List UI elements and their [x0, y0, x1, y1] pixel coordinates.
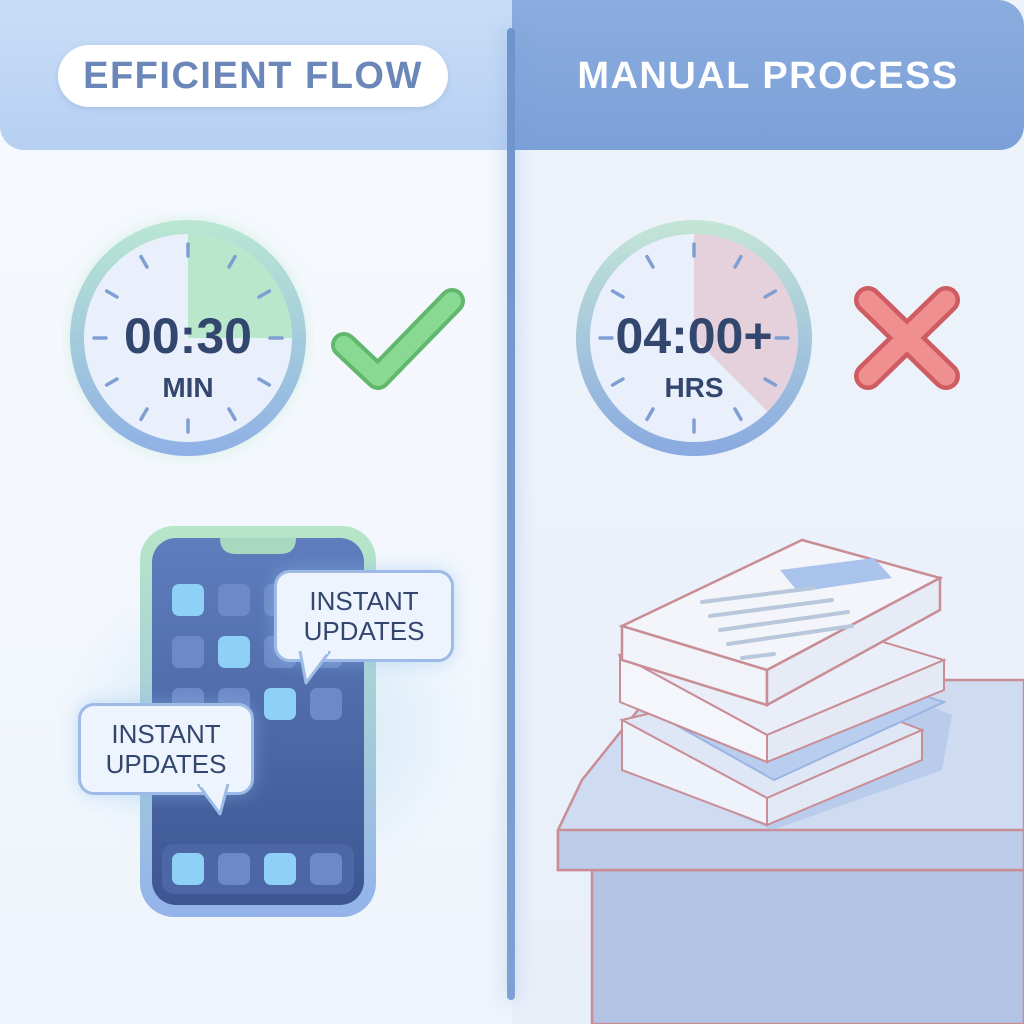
timer-tick: [610, 289, 625, 299]
timer-tick: [610, 377, 625, 387]
app-icon: [172, 584, 204, 616]
x-icon: [854, 286, 960, 390]
dock-app-icon: [218, 853, 250, 885]
timer-tick: [139, 254, 149, 269]
dock-apps: [172, 853, 342, 885]
slow-timer-dial: [576, 220, 812, 456]
timer-tick: [733, 254, 743, 269]
app-icon: [264, 688, 296, 720]
dock-app-icon: [172, 853, 204, 885]
slow-timer-value: 04:00+: [615, 308, 773, 364]
timer-tick: [227, 407, 237, 422]
manual-process-label: MANUAL PROCESS: [512, 45, 1024, 107]
phone-dock: [162, 844, 354, 894]
slow-timer-elapsed-sector: [694, 234, 798, 412]
timer-tick: [104, 377, 119, 387]
app-icon: [218, 636, 250, 668]
efficient-flow-label: EFFICIENT FLOW: [58, 45, 448, 107]
bubble-top-tail: [298, 651, 332, 685]
timer-tick: [104, 289, 119, 299]
desk-body: [590, 868, 1024, 1024]
app-icon: [172, 636, 204, 668]
timer-tick: [733, 407, 743, 422]
fast-timer-value: 00:30: [124, 308, 252, 364]
paper-stack-on-desk: [556, 538, 1024, 1024]
instant-updates-bubble-bottom: INSTANT UPDATES: [78, 703, 254, 795]
desk-edge: [556, 828, 1024, 872]
dock-app-icon: [264, 853, 296, 885]
app-icon: [310, 688, 342, 720]
dock-app-icon: [310, 853, 342, 885]
bubble-bottom-line-1: INSTANT: [111, 719, 221, 749]
slow-timer-ticks: [598, 242, 790, 434]
fast-timer: 00:30 MIN: [62, 212, 314, 464]
bubble-bottom-tail: [196, 784, 230, 816]
phone-notch: [220, 538, 296, 554]
timer-tick: [645, 407, 655, 422]
timer-tick: [763, 377, 778, 387]
manual-header: [512, 0, 1024, 150]
fast-timer-unit: MIN: [162, 372, 214, 403]
document-heading-bar: [780, 558, 892, 592]
bubble-bottom-line-2: UPDATES: [105, 749, 227, 779]
fast-timer-elapsed-sector: [188, 234, 292, 338]
bubble-top-line-1: INSTANT: [309, 586, 419, 616]
manual-process-title: MANUAL PROCESS: [577, 54, 959, 97]
timer-tick: [257, 377, 272, 387]
fast-timer-dial: [70, 220, 306, 456]
check-icon: [331, 288, 465, 390]
timer-tick: [139, 407, 149, 422]
app-icon: [218, 584, 250, 616]
timer-tick: [645, 254, 655, 269]
instant-updates-bubble-top: INSTANT UPDATES: [274, 570, 454, 662]
paper-stack: [617, 538, 952, 830]
slow-timer: 04:00+ HRS: [568, 212, 820, 464]
timer-tick: [763, 289, 778, 299]
timer-tick: [227, 254, 237, 269]
efficient-flow-title: EFFICIENT FLOW: [83, 54, 423, 97]
fast-timer-ticks: [92, 242, 284, 434]
slow-timer-unit: HRS: [664, 372, 724, 403]
panel-divider: [507, 28, 515, 1000]
bubble-top-line-2: UPDATES: [303, 616, 425, 646]
timer-tick: [257, 289, 272, 299]
document-lines: [700, 586, 854, 660]
